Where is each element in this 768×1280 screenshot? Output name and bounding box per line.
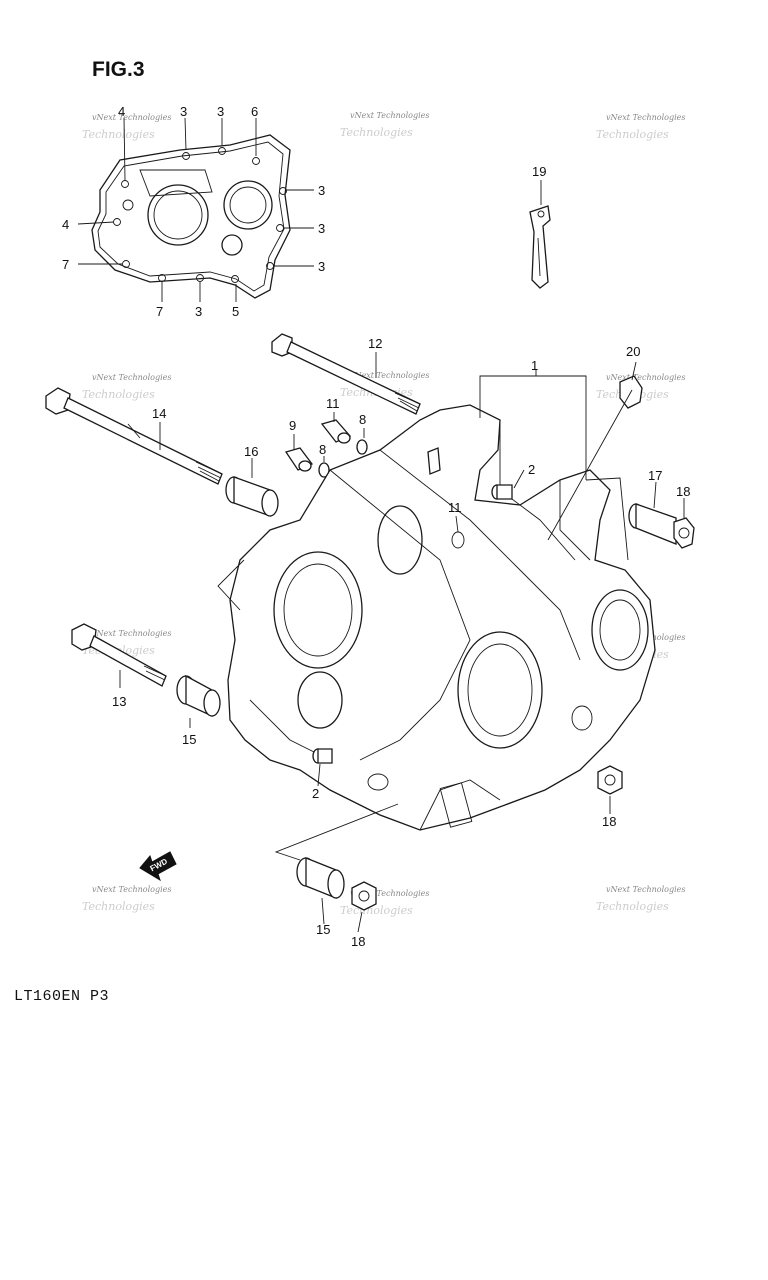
callout-4: 4: [62, 217, 69, 232]
watermark: vNext Technologies Technologies: [82, 885, 171, 913]
callout-11: 11: [448, 500, 462, 515]
watermark-text: vNext Technologies: [606, 885, 685, 894]
watermark-text: vNext Technologies: [606, 373, 685, 382]
watermark-text: vNext Technologies: [350, 371, 429, 380]
watermark-text: vNext Technologies: [350, 111, 429, 120]
dowel-16: [225, 476, 279, 517]
callout-1: 1: [531, 358, 538, 373]
nut-18c: [351, 881, 377, 911]
watermark: vNext Technologies Technologies: [596, 113, 685, 141]
callout-8: 8: [319, 442, 326, 457]
watermark: vNext Technologies Technologies: [340, 111, 429, 139]
callout-5: 5: [232, 304, 239, 319]
watermark-text: Technologies: [596, 128, 669, 141]
fwd-arrow-icon: FWD: [139, 851, 177, 882]
watermark-text: Technologies: [340, 126, 413, 139]
callout-16: 16: [244, 444, 258, 459]
crankcase-gasket: [91, 134, 291, 299]
callout-3: 3: [217, 104, 224, 119]
callout-17: 17: [648, 468, 662, 483]
callout-6: 6: [251, 104, 258, 119]
callout-7: 7: [156, 304, 163, 319]
figure-title: FIG.3: [92, 58, 145, 81]
callout-7: 7: [62, 257, 69, 272]
callout-14: 14: [152, 406, 166, 421]
watermark-text: vNext Technologies: [92, 885, 171, 894]
dowel-15b: [296, 857, 345, 899]
callout-2: 2: [528, 462, 535, 477]
dowel-15: [176, 674, 221, 718]
gasket-8a: [356, 439, 368, 455]
plug-10: [320, 419, 352, 444]
watermark-text: Technologies: [82, 388, 155, 401]
callout-13: 13: [112, 694, 126, 709]
callout-8: 8: [359, 412, 366, 427]
watermark-text: vNext Technologies: [92, 113, 171, 122]
bolt-14: [45, 387, 223, 485]
callout-15: 15: [316, 922, 330, 937]
callout-3: 3: [195, 304, 202, 319]
watermark-text: Technologies: [82, 128, 155, 141]
callout-3: 3: [318, 183, 325, 198]
gasket-8b: [318, 462, 330, 478]
callout-18: 18: [351, 934, 365, 949]
leader-lines: [77, 117, 685, 933]
callout-3: 3: [318, 221, 325, 236]
nut-18b: [597, 765, 623, 795]
bolt-17: [628, 503, 677, 545]
watermark: vNext Technologies Technologies: [82, 113, 171, 141]
callout-15: 15: [182, 732, 196, 747]
watermark: vNext Technologies Technologies: [82, 373, 171, 401]
nut-18a: [673, 517, 695, 549]
callout-3: 3: [180, 104, 187, 119]
callout-19: 19: [532, 164, 546, 179]
callout-20: 20: [626, 344, 640, 359]
watermark-text: vNext Technologies: [606, 113, 685, 122]
watermark-text: vNext Technologies: [92, 373, 171, 382]
plug-9: [284, 447, 314, 472]
watermark-text: vNext Technologies: [350, 889, 429, 898]
callout-2: 2: [312, 786, 319, 801]
watermark-text: Technologies: [596, 900, 669, 913]
wire-clip: [529, 205, 551, 289]
diagram-code: LT160EN P3: [14, 988, 110, 1005]
watermark: vNext Technologies Technologies: [596, 885, 685, 913]
callout-10: 11: [326, 396, 340, 411]
crankcase-assembly: [227, 404, 656, 831]
watermark-text: vNext Technologies: [92, 629, 171, 638]
callout-1-bracket: [217, 370, 629, 861]
callout-12: 12: [368, 336, 382, 351]
callout-3: 3: [318, 259, 325, 274]
bolt-13: [71, 623, 167, 687]
callout-18: 18: [676, 484, 690, 499]
callout-labels: 4 3 3 6 3 3 3 4 7 7 3 5 19 12 1 20 14 11…: [62, 104, 690, 949]
bolt-12: [271, 333, 421, 415]
callout-9: 9: [289, 418, 296, 433]
watermark-text: Technologies: [340, 904, 413, 917]
callout-18: 18: [602, 814, 616, 829]
callout-4: 4: [118, 104, 125, 119]
watermark-text: Technologies: [82, 900, 155, 913]
